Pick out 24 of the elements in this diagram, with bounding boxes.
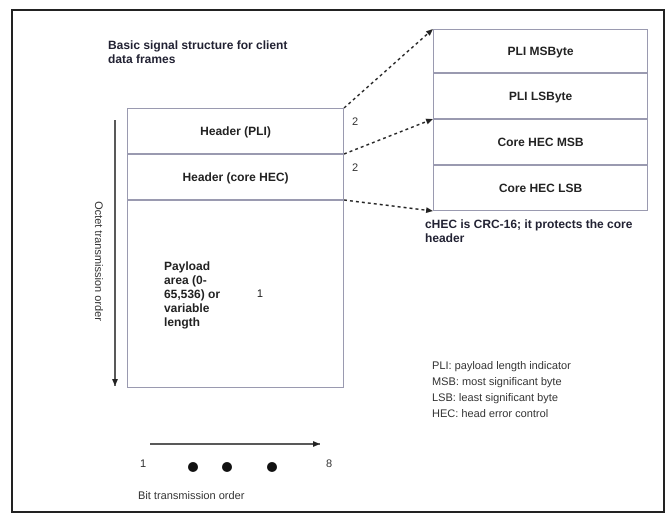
note: LSB: least significant byte [432,392,558,404]
byte-field: PLI LSByte [433,73,648,119]
axis-label: Octet transmission order [92,200,104,323]
payload-field [127,200,344,388]
note: HEC: head error control [432,408,548,420]
header-field: Header (core HEC) [127,154,344,200]
byte-field: Core HEC MSB [433,119,648,165]
byte-field: Core HEC LSB [433,165,648,211]
field-label: Payload area (0-65,536) or variable length [164,259,222,329]
title: Basic signal structure for client data frames [108,38,288,66]
header-field: Header (PLI) [127,108,344,154]
octet-count: 2 [352,116,358,128]
axis-tick-label: 8 [326,458,332,470]
axis-tick-label: 1 [140,458,146,470]
dotted-arrow [344,199,434,214]
octet-count: 1 [256,288,263,300]
dotted-arrow [344,28,434,109]
note: MSB: most significant byte [432,376,562,388]
dotted-arrow [344,118,434,155]
note: PLI: payload length indicator [432,360,571,372]
octet-count: 2 [352,162,358,174]
byte-field: PLI MSByte [433,29,648,73]
note: cHEC is CRC-16; it protects the core header [425,217,634,245]
axis-label: Bit transmission order [138,490,244,502]
